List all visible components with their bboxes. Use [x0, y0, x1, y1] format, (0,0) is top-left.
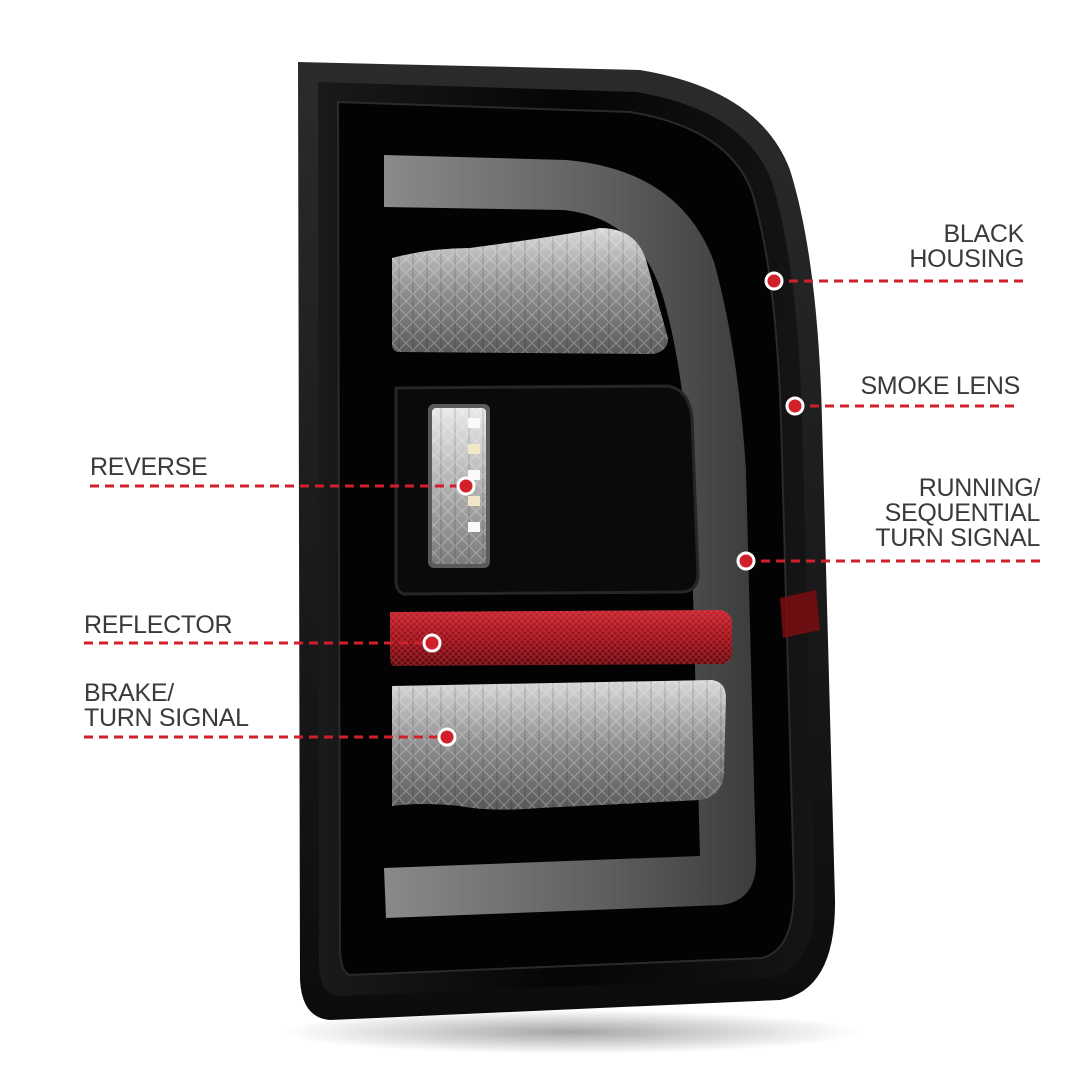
- callout-markers: [422, 271, 805, 747]
- marker-brake-turn: [437, 727, 457, 747]
- label-reflector: REFLECTOR: [84, 611, 233, 639]
- label-smoke-lens: SMOKE LENS: [860, 372, 1020, 400]
- marker-reflector: [422, 633, 442, 653]
- product-shadow: [280, 1010, 860, 1054]
- marker-reverse: [456, 476, 476, 496]
- marker-smoke-lens: [785, 396, 805, 416]
- label-running-turn-signal: RUNNING/ SEQUENTIAL TURN SIGNAL: [875, 474, 1040, 552]
- callout-leaders: [84, 279, 1040, 739]
- marker-black-housing: [764, 271, 784, 291]
- lower-clear-lens: [392, 680, 726, 810]
- reflector-strip: [390, 610, 732, 666]
- side-marker: [780, 590, 820, 638]
- label-black-housing: BLACK HOUSING: [909, 220, 1024, 273]
- marker-running-turn: [736, 551, 756, 571]
- label-reverse: REVERSE: [90, 453, 208, 481]
- label-brake-turn-signal: BRAKE/ TURN SIGNAL: [84, 679, 249, 732]
- upper-clear-lens: [392, 228, 668, 354]
- light-bar: [384, 155, 757, 918]
